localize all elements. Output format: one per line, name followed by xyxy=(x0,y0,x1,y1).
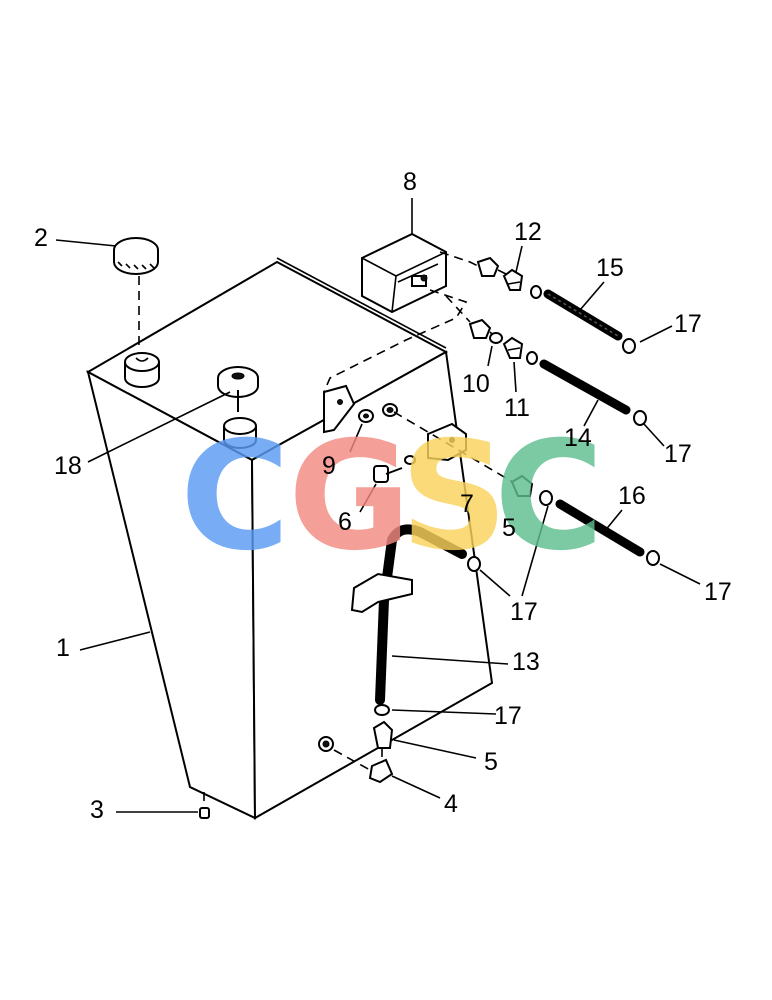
clamp-upper xyxy=(530,285,542,299)
callout-11: 11 xyxy=(504,394,530,422)
watermark-letter-s: S xyxy=(400,410,508,584)
clamp-17d xyxy=(646,550,660,566)
callout-17a: 17 xyxy=(674,310,702,338)
drain-fitting-4 xyxy=(368,758,394,784)
hose-13 xyxy=(375,524,467,705)
elbow-fitting-middle xyxy=(468,318,492,339)
callout-10: 10 xyxy=(462,370,490,398)
filler-neck xyxy=(124,352,160,388)
clamp-lower-hose xyxy=(467,556,481,572)
callout-5b: 5 xyxy=(484,748,498,776)
clamp-17c xyxy=(539,490,553,506)
fitting-5-lower xyxy=(372,720,394,749)
callout-1: 1 xyxy=(56,634,70,662)
callout-4: 4 xyxy=(444,790,458,818)
callout-12: 12 xyxy=(514,218,542,246)
callout-9: 9 xyxy=(322,452,336,480)
callout-17c: 17 xyxy=(704,578,732,606)
bracket-7 xyxy=(427,422,467,462)
fitting-5-upper xyxy=(510,474,534,497)
callout-17d: 17 xyxy=(510,598,538,626)
callout-6: 6 xyxy=(338,508,352,536)
small-washer xyxy=(404,455,416,465)
callout-3: 3 xyxy=(90,796,104,824)
hose-14 xyxy=(539,359,631,415)
bolt-6 xyxy=(373,465,403,483)
nut-9 xyxy=(358,409,374,423)
callout-16: 16 xyxy=(618,482,646,510)
callout-15: 15 xyxy=(596,254,624,282)
tank-outlet xyxy=(318,736,334,752)
tank-bracket xyxy=(323,384,356,434)
elbow-fitting-upper xyxy=(476,256,500,277)
callout-13: 13 xyxy=(512,648,540,676)
filler-cap-2 xyxy=(113,237,159,275)
callout-labels: 2 1 3 18 8 12 15 17 10 11 14 17 9 7 6 5 … xyxy=(34,168,732,824)
callout-8: 8 xyxy=(403,168,417,196)
watermark-letter-c1: C xyxy=(180,410,290,584)
clamp-middle xyxy=(526,351,538,365)
hose-16 xyxy=(555,499,645,557)
washer-top xyxy=(382,403,398,417)
hose-15 xyxy=(543,289,623,341)
callout-18: 18 xyxy=(54,452,82,480)
fitting-10 xyxy=(489,332,503,344)
watermark-cgsc: C G S C xyxy=(180,410,604,584)
clamp-17a xyxy=(622,338,636,354)
fuel-filter-8 xyxy=(361,232,447,314)
watermark-letter-c2: C xyxy=(494,410,604,584)
clamp-17e xyxy=(374,704,390,716)
clamp-17b xyxy=(633,410,647,426)
leader-lines xyxy=(55,198,701,813)
callout-5a: 5 xyxy=(502,514,516,542)
drain-plug-3 xyxy=(199,792,210,819)
callout-7: 7 xyxy=(460,490,474,518)
hose-bracket xyxy=(350,572,413,614)
callout-14: 14 xyxy=(564,424,592,452)
fitting-11 xyxy=(502,336,524,359)
callout-17b: 17 xyxy=(664,440,692,468)
callout-2: 2 xyxy=(34,224,48,252)
fitting-12 xyxy=(502,268,524,291)
callout-17e: 17 xyxy=(494,702,522,730)
watermark-letter-g: G xyxy=(288,410,411,584)
fuel-gauge-18 xyxy=(217,366,259,449)
